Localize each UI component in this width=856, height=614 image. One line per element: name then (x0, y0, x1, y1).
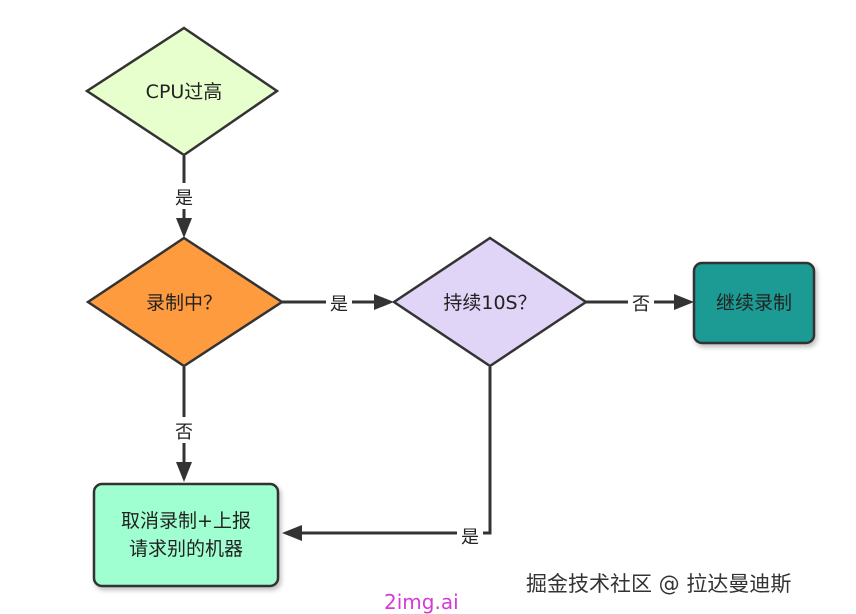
node-label-cancel-report-line-1: 取消录制+上报 (121, 510, 251, 532)
node-label-sustained: 持续10S？ (443, 292, 536, 314)
edge-label-recording-yes: 是 (330, 294, 348, 315)
node-label-cpu-high: CPU过高 (146, 81, 223, 103)
process-box-cancel-report (92, 482, 280, 588)
edge-cpu-to-recording: 是 (172, 156, 197, 238)
edge-label-recording-no: 否 (175, 422, 193, 443)
watermark-site: 2img.ai (384, 590, 459, 614)
node-cancel-report: 取消录制+上报 请求别的机器 (92, 482, 280, 588)
edge-label-cpu-yes: 是 (175, 188, 193, 209)
watermark-community: 掘金技术社区 @ 拉达曼迪斯 (526, 572, 792, 596)
decision-diamond-recording (85, 236, 285, 368)
node-sustained: 持续10S？ (391, 236, 589, 368)
node-label-recording: 录制中？ (146, 292, 222, 314)
edge-label-sustained-yes: 是 (461, 527, 479, 548)
decision-diamond-sustained (391, 236, 589, 368)
node-cpu-high: CPU过高 (84, 26, 280, 157)
node-label-cancel-report-line-2: 请求别的机器 (129, 538, 243, 560)
process-box-continue-recording (692, 261, 816, 345)
edge-recording-to-cancel: 否 (172, 367, 197, 482)
node-continue-recording: 继续录制 (692, 261, 816, 345)
edge-sustained-to-continue: 否 (586, 290, 694, 316)
edge-recording-to-sustained: 是 (282, 290, 394, 316)
node-recording: 录制中？ (85, 236, 285, 368)
edge-label-sustained-no: 否 (632, 294, 650, 315)
edge-sustained-to-cancel: 是 (282, 367, 492, 548)
node-label-continue-recording: 继续录制 (716, 292, 792, 314)
decision-diamond-cpu-high (84, 26, 280, 157)
